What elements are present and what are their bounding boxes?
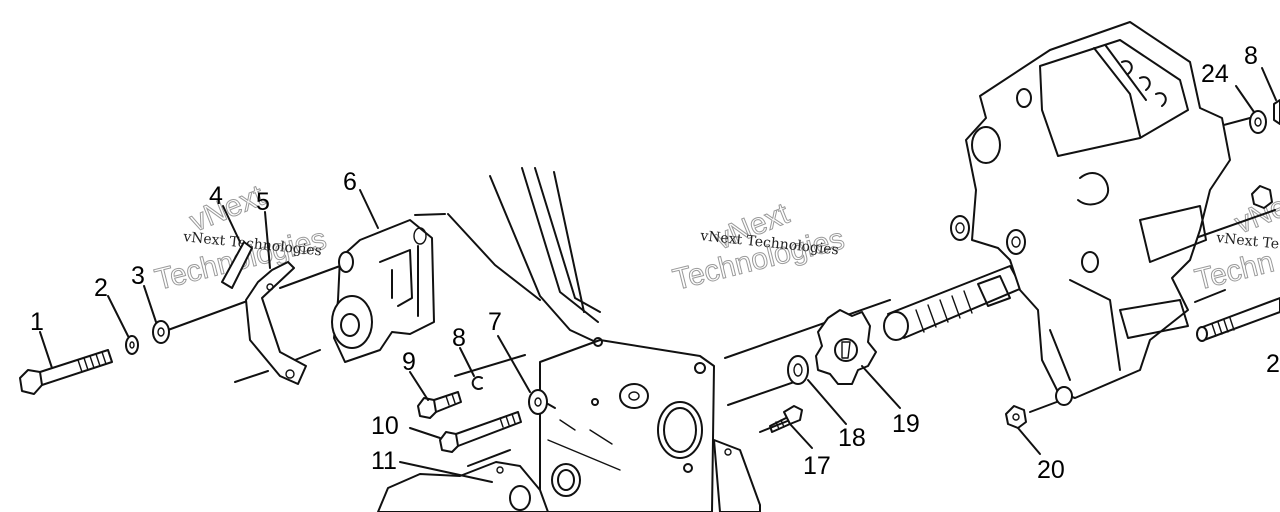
part-19-sprocket: [815, 309, 877, 385]
part-24-washer: [1249, 110, 1267, 134]
callout-6: 6: [343, 168, 357, 196]
callout-1: 1: [30, 308, 44, 336]
callout-3: 3: [131, 262, 145, 290]
part-9-bolt: [417, 391, 462, 419]
center-frame: [447, 167, 601, 345]
callout-2-right: 2: [1266, 350, 1280, 378]
callout-4: 4: [209, 182, 223, 210]
watermark-center: vNext Technologies vNext Technologies: [669, 196, 848, 297]
splined-shaft: [883, 265, 1023, 341]
callout-5: 5: [256, 188, 270, 216]
callout-18: 18: [838, 424, 866, 452]
leader-lines: [39, 67, 1277, 483]
gearcase: [950, 21, 1231, 406]
part-2-washer: [125, 335, 139, 355]
callout-20: 20: [1037, 456, 1065, 484]
part-6-housing: [331, 219, 435, 363]
part-17-screw: [769, 405, 803, 433]
callout-11: 11: [371, 447, 397, 475]
callout-17: 17: [803, 452, 831, 480]
part-8-nut-right: [1273, 99, 1280, 125]
callout-10: 10: [371, 412, 399, 440]
part-11-cover: [377, 461, 549, 512]
part-1-bolt: [19, 349, 113, 395]
callout-7: 7: [488, 308, 502, 336]
watermark-text-right: vNext Te: [1215, 230, 1280, 253]
part-20-nut: [1005, 405, 1027, 429]
part-7-washer: [528, 389, 556, 415]
callout-labels: 1 2 3 4 5 6 7 8 9 10 11 17 18 19 20 24 8…: [30, 42, 1280, 484]
part-18-washer: [787, 355, 809, 385]
watermark-techn-right: Techn: [1192, 245, 1278, 296]
callout-8: 8: [452, 324, 466, 352]
center-plate: [539, 337, 761, 512]
right-nut-mid: [1251, 185, 1273, 209]
callout-19: 19: [892, 410, 920, 438]
right-stud: [1196, 297, 1280, 342]
callout-2: 2: [94, 274, 108, 302]
callout-9: 9: [402, 348, 416, 376]
part-4-plate: [221, 241, 253, 289]
callout-24: 24: [1201, 60, 1229, 88]
part-3-washer: [152, 320, 170, 344]
part-10-bolt: [439, 411, 522, 453]
part-5-bracket: [245, 261, 307, 385]
callout-8-right: 8: [1244, 42, 1258, 70]
part-8-clip-left: [471, 376, 483, 390]
